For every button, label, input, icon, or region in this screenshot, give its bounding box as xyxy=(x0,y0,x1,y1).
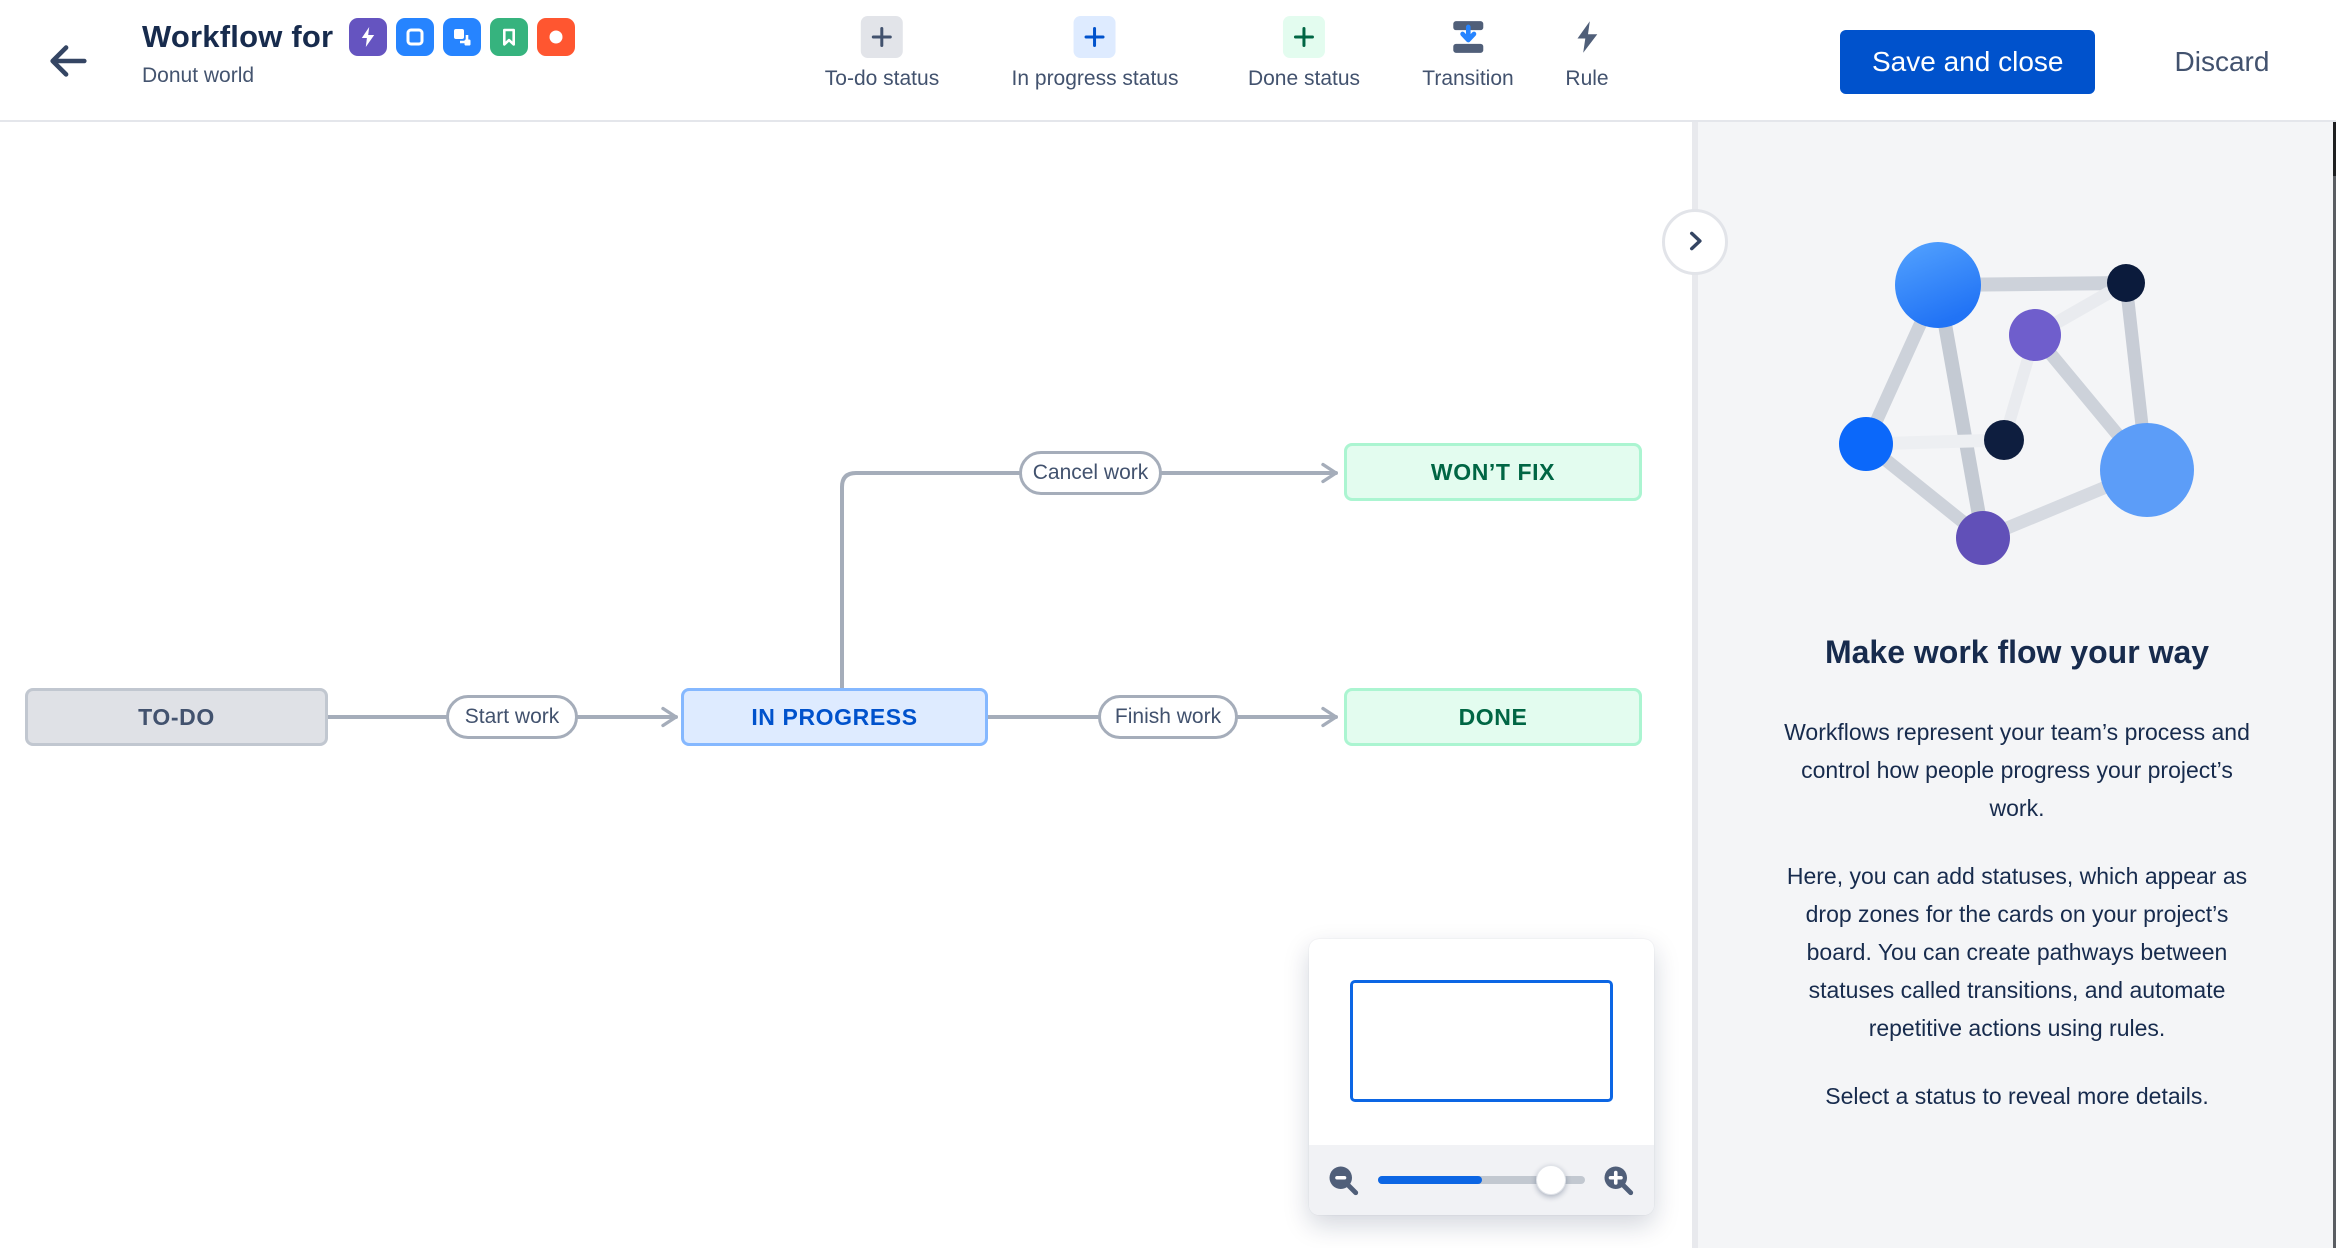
panel-copy: Make work flow your way Workflows repres… xyxy=(1698,634,2336,1115)
zoom-slider[interactable] xyxy=(1378,1165,1585,1195)
panel-paragraph: Select a status to reveal more details. xyxy=(1825,1083,2209,1109)
status-node-todo[interactable]: TO-DO xyxy=(25,688,328,746)
story-icon xyxy=(396,18,435,56)
scrollbar-thumb[interactable] xyxy=(2333,122,2336,176)
page-title: Workflow for xyxy=(142,19,334,54)
plus-icon xyxy=(1073,16,1116,58)
zoom-slider-fill xyxy=(1378,1176,1482,1184)
discard-button[interactable]: Discard xyxy=(2175,30,2270,94)
zoom-out-button[interactable] xyxy=(1325,1162,1361,1198)
minimap-footer xyxy=(1309,1145,1654,1215)
panel-paragraph: Here, you can add statuses, which appear… xyxy=(1786,863,2248,1041)
node-purple-bottom xyxy=(1956,511,2010,565)
network-illustration xyxy=(1839,242,2194,565)
transition-edges xyxy=(326,462,1338,728)
add-inprogress-status-button[interactable]: In progress status xyxy=(1012,16,1178,91)
node-light-blue-big xyxy=(2100,423,2194,517)
transition-start-work[interactable]: Start work xyxy=(446,695,578,739)
zoom-slider-handle[interactable] xyxy=(1536,1165,1566,1195)
bolt-icon xyxy=(349,18,388,56)
workflow-canvas[interactable]: TO-DO IN PROGRESS DONE WON’T FIX Start w… xyxy=(0,122,1692,1248)
minimap xyxy=(1309,939,1654,1215)
node-navy-center xyxy=(1984,420,2024,460)
title-block: Workflow for xyxy=(142,18,576,88)
transition-finish-work[interactable]: Finish work xyxy=(1098,695,1238,739)
workflow-subtitle: Donut world xyxy=(142,64,255,87)
node-navy-small xyxy=(2107,264,2145,302)
panel-divider xyxy=(1692,122,1698,1248)
panel-paragraph: Workflows represent your team’s process … xyxy=(1784,719,2250,821)
header: Workflow for xyxy=(0,0,2336,122)
magnifier-minus-icon xyxy=(1325,1166,1361,1201)
panel-collapse-button[interactable] xyxy=(1662,209,1728,275)
add-todo-status-button[interactable]: To-do status xyxy=(825,16,939,91)
minimap-viewport[interactable] xyxy=(1350,980,1613,1102)
transition-icon xyxy=(1447,16,1489,58)
chevron-right-icon xyxy=(1682,228,1708,257)
bookmark-icon xyxy=(490,18,529,56)
arrow-left-icon xyxy=(45,44,91,87)
plus-icon xyxy=(861,16,903,58)
node-purple xyxy=(2009,309,2061,361)
info-panel: Make work flow your way Workflows repres… xyxy=(1698,122,2336,1248)
back-button[interactable] xyxy=(42,36,94,88)
add-done-status-button[interactable]: Transition Done status xyxy=(1248,16,1360,91)
transition-cancel-work[interactable]: Cancel work xyxy=(1019,451,1162,495)
panel-heading: Make work flow your way xyxy=(1824,634,2210,670)
issue-type-icons xyxy=(349,18,576,56)
status-node-wont-fix[interactable]: WON’T FIX xyxy=(1344,443,1642,501)
scrollbar[interactable] xyxy=(2333,122,2336,1248)
save-and-close-button[interactable]: Save and close xyxy=(1840,30,2096,94)
magnifier-plus-icon xyxy=(1600,1166,1636,1201)
add-transition-button[interactable]: Transition xyxy=(1422,16,1514,91)
subtask-icon xyxy=(443,18,482,56)
lightning-icon xyxy=(1566,16,1608,58)
node-big-blue xyxy=(1895,242,1981,328)
circle-icon xyxy=(537,18,576,56)
plus-icon xyxy=(1282,16,1325,58)
status-node-done[interactable]: DONE xyxy=(1344,688,1642,746)
node-blue xyxy=(1839,417,1893,471)
status-node-in-progress[interactable]: IN PROGRESS xyxy=(681,688,988,746)
add-rule-button[interactable]: Rule xyxy=(1565,16,1609,91)
zoom-in-button[interactable] xyxy=(1600,1162,1636,1198)
